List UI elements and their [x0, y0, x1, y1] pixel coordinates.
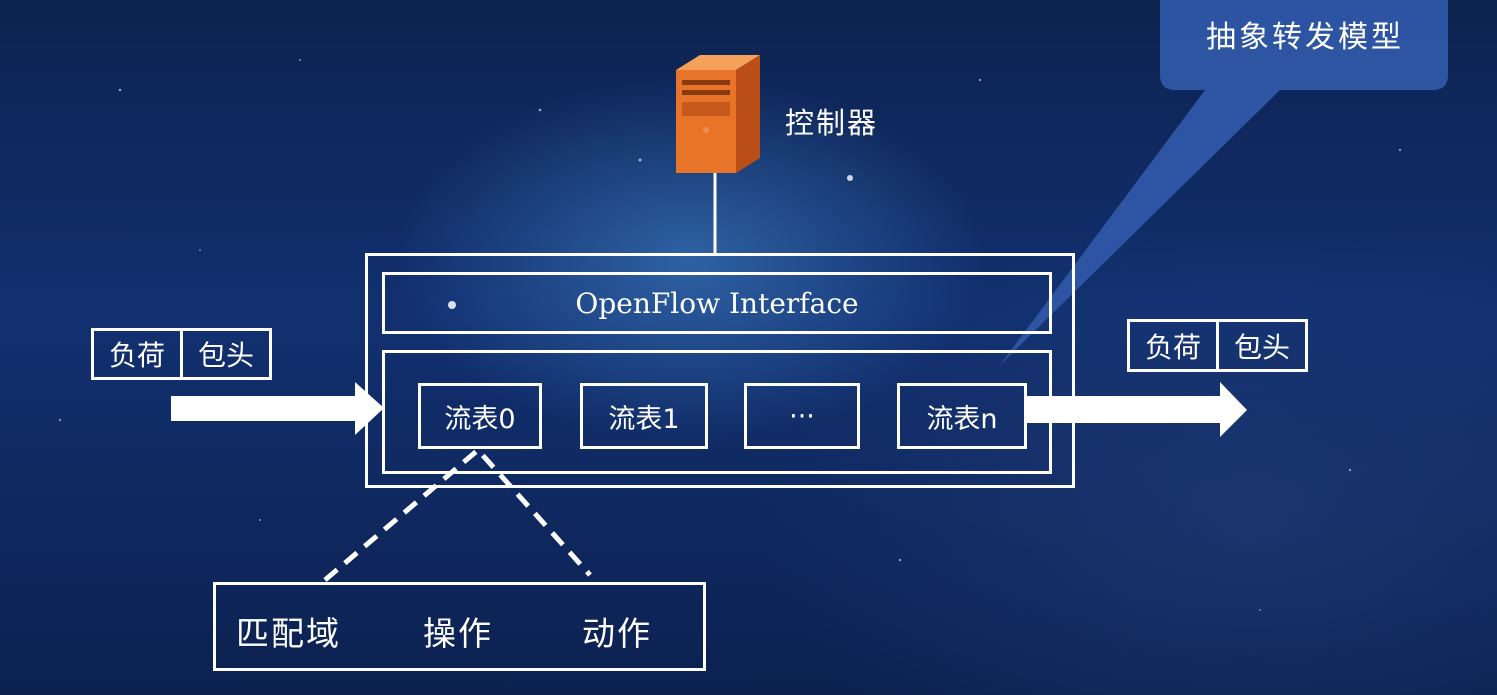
flow-table-ellipsis-label: ··· [789, 400, 815, 432]
entry-operation: 操作 [423, 614, 493, 653]
outgoing-payload: 负荷 [1144, 330, 1201, 364]
entry-action: 动作 [582, 614, 652, 653]
callout-label: 抽象转发模型 [1206, 20, 1404, 55]
flow-table-0-label: 流表0 [444, 403, 516, 435]
flow-table-n: 流表n [897, 383, 1027, 449]
incoming-payload: 负荷 [108, 339, 165, 372]
flow-entry-box [213, 582, 706, 671]
output-arrow [1027, 382, 1247, 437]
openflow-interface: OpenFlow Interface [382, 272, 1052, 334]
incoming-packet: 负荷 包头 [91, 328, 272, 380]
incoming-header: 包头 [180, 331, 269, 377]
outgoing-header: 包头 [1216, 322, 1305, 369]
openflow-interface-label: OpenFlow Interface [575, 286, 859, 320]
flow-table-1: 流表1 [580, 383, 708, 449]
flow-table-n-label: 流表n [926, 403, 998, 435]
controller-label: 控制器 [785, 106, 879, 140]
dashed-expand-lines [323, 446, 592, 582]
switch-box [365, 253, 1075, 488]
outgoing-packet: 负荷 包头 [1127, 319, 1308, 372]
flow-table-1-label: 流表1 [608, 403, 680, 435]
flow-table-ellipsis: ··· [744, 383, 860, 449]
entry-match: 匹配域 [236, 614, 341, 653]
flow-table-0: 流表0 [418, 383, 542, 449]
input-arrow [171, 382, 384, 435]
